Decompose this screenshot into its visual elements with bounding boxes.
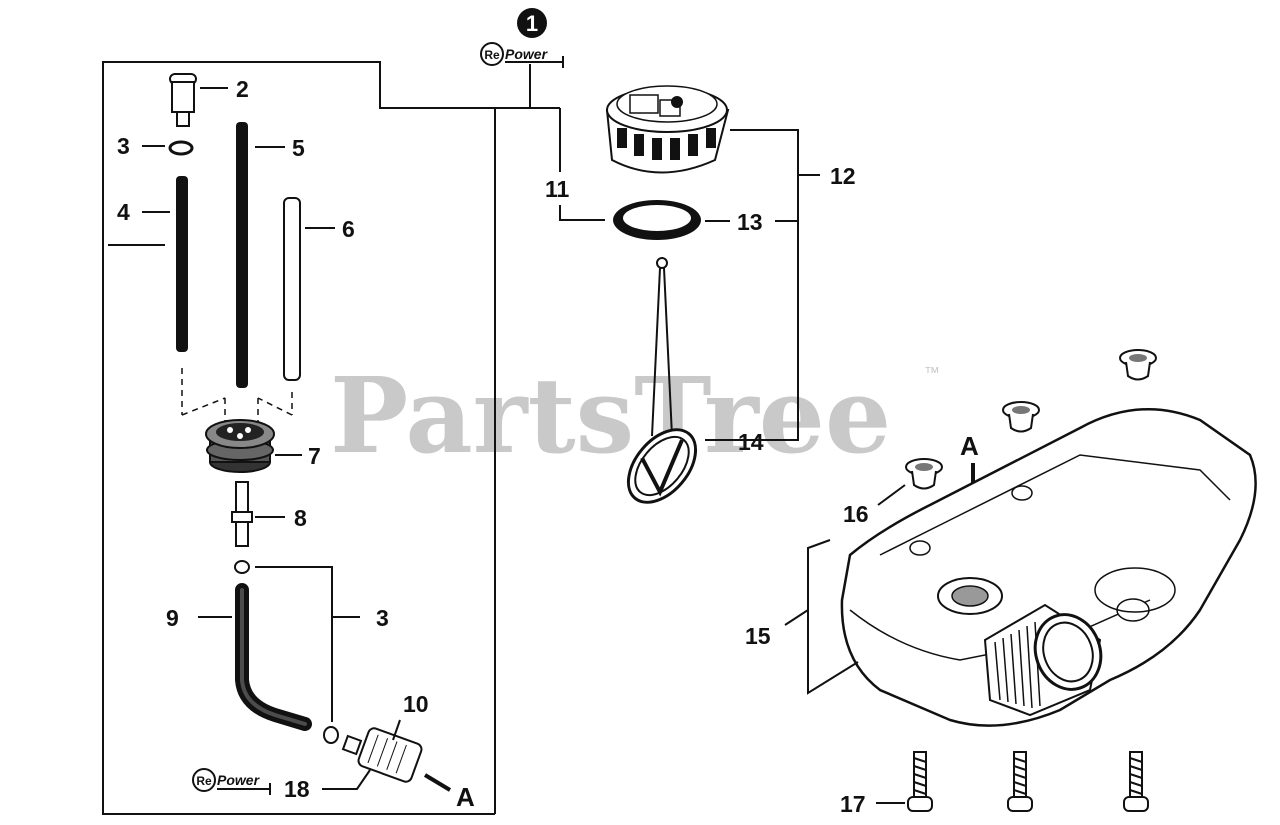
badge-1: 1 xyxy=(517,8,547,38)
callout-2: 2 xyxy=(236,76,249,102)
callout-17: 17 xyxy=(840,791,866,817)
repower-logo-bottom[interactable]: Re Power xyxy=(192,768,271,795)
part-17-screw-1 xyxy=(907,751,933,812)
callout-16: 16 xyxy=(843,501,869,527)
callout-12: 12 xyxy=(830,163,856,189)
callout-3-lower: 3 xyxy=(376,605,389,631)
ref-a-tank: A xyxy=(960,431,979,461)
part-17-screw-3 xyxy=(1123,751,1149,812)
callout-6: 6 xyxy=(342,216,355,242)
part-13-gasket xyxy=(613,200,701,240)
repower-logo-top[interactable]: Re Power xyxy=(480,42,564,68)
part-9-fuel-hose xyxy=(235,583,312,731)
watermark-text: PartsTree xyxy=(330,354,891,477)
part-8-fitting xyxy=(231,481,253,547)
part-3-oring-lower-b xyxy=(323,726,339,744)
callout-15: 15 xyxy=(745,623,771,649)
callout-5: 5 xyxy=(292,135,305,161)
part-14-tether xyxy=(626,257,698,504)
part-7-grommet xyxy=(205,419,275,473)
repower-suffix: Power xyxy=(505,46,549,62)
part-10-fuel-filter xyxy=(341,727,423,783)
badge-number: 1 xyxy=(526,11,538,36)
part-17-screw-2 xyxy=(1007,751,1033,812)
part-16-grommet-1 xyxy=(1119,349,1157,381)
callout-14: 14 xyxy=(738,429,764,455)
watermark-tm: ™ xyxy=(924,365,940,382)
part-3-oring-upper xyxy=(168,140,194,156)
part-12-fuel-cap xyxy=(605,85,730,174)
part-6-tube xyxy=(283,197,301,381)
repower-prefix-bottom: Re xyxy=(196,774,212,788)
callout-3-upper: 3 xyxy=(117,133,130,159)
part-16-grommet-3 xyxy=(905,458,943,490)
part-15-fuel-neck xyxy=(983,603,1103,717)
callout-10: 10 xyxy=(403,691,429,717)
part-2-plug xyxy=(169,73,197,127)
part-5-fuel-line xyxy=(236,122,248,388)
repower-prefix: Re xyxy=(484,48,500,62)
part-3-oring-lower-a xyxy=(234,560,250,574)
ref-a-bottom: A xyxy=(456,782,475,812)
callout-18: 18 xyxy=(284,776,310,802)
callout-11: 11 xyxy=(545,176,570,202)
callout-13: 13 xyxy=(737,209,763,235)
callout-8: 8 xyxy=(294,505,307,531)
callout-9: 9 xyxy=(166,605,179,631)
repower-suffix-bottom: Power xyxy=(217,772,261,788)
callout-7: 7 xyxy=(308,443,321,469)
part-15-fuel-tank xyxy=(840,407,1257,727)
callout-4: 4 xyxy=(117,199,130,225)
part-16-grommet-2 xyxy=(1002,401,1040,433)
part-4-fuel-line xyxy=(176,176,188,352)
